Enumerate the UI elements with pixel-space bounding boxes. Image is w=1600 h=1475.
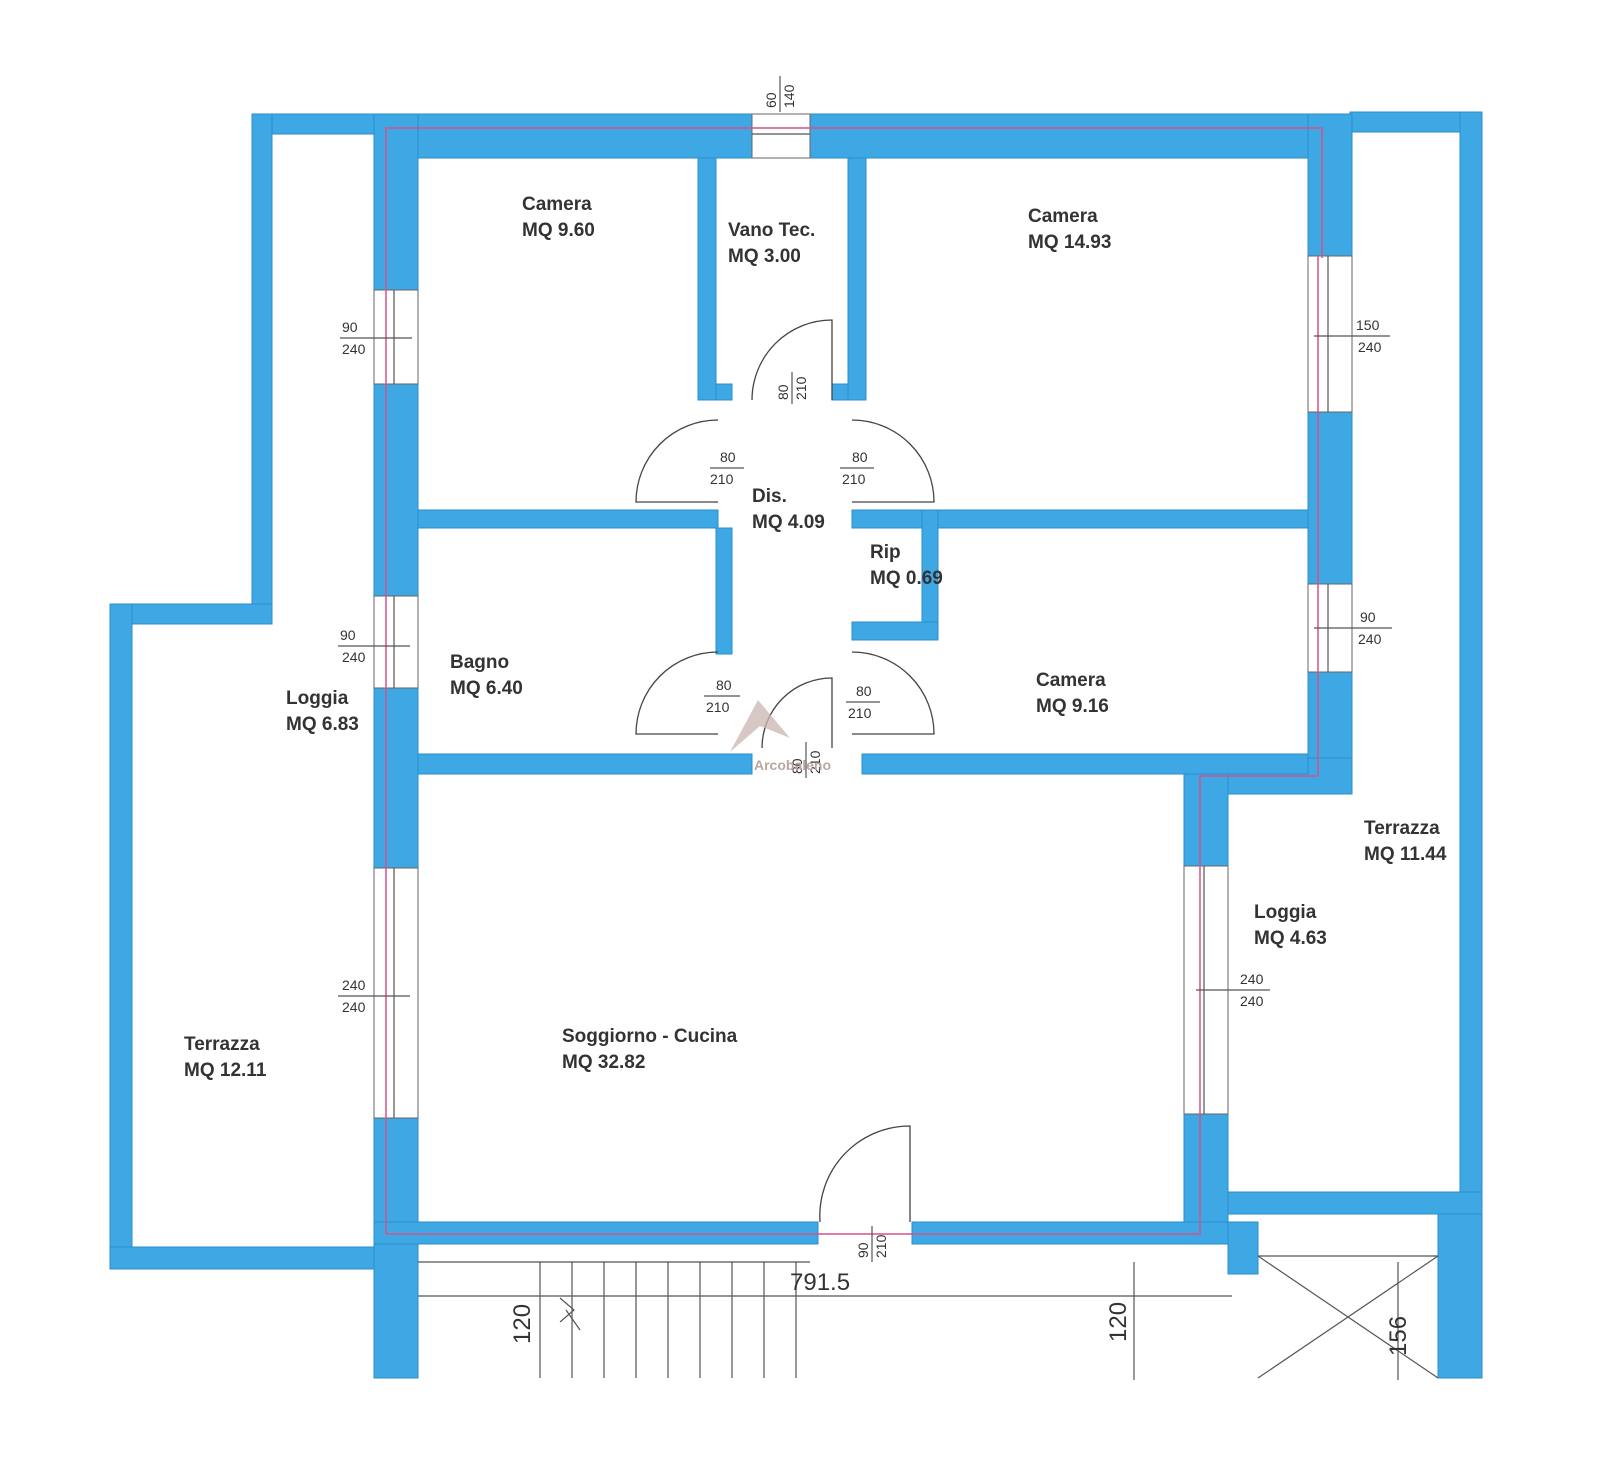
doors xyxy=(635,319,935,1223)
opening-a-dis-door: 80 xyxy=(789,758,805,774)
opening-labels: 60 140 90 240 150 240 80 210 80 210 80 2… xyxy=(338,76,1392,1262)
watermark: Arcobaleno xyxy=(730,700,831,773)
watermark-logo-icon xyxy=(730,700,790,752)
shaft xyxy=(1257,1255,1439,1379)
room-area-bagno: MQ 6.40 xyxy=(450,678,523,699)
stairs xyxy=(418,1261,810,1378)
room-area-soggiorno: MQ 32.82 xyxy=(562,1052,645,1073)
room-name-terrazza-left: Terrazza xyxy=(184,1034,260,1055)
opening-b-bagno-door: 210 xyxy=(706,699,730,715)
room-area-loggia-right: MQ 4.63 xyxy=(1254,928,1327,949)
dimension-lines xyxy=(418,1262,1399,1380)
opening-b-entry-door: 210 xyxy=(873,1234,889,1258)
opening-a-right-window-1: 150 xyxy=(1356,317,1380,333)
room-name-camera-2: Camera xyxy=(1028,206,1098,227)
room-area-vano-tec: MQ 3.00 xyxy=(728,246,801,267)
watermark-text: Arcobaleno xyxy=(754,757,831,773)
opening-b-right-window-3: 240 xyxy=(1240,993,1264,1009)
opening-a-left-window-3: 240 xyxy=(342,977,366,993)
opening-b-left-window-3: 240 xyxy=(342,999,366,1015)
room-name-dis: Dis. xyxy=(752,486,787,507)
stair-left-label: 120 xyxy=(509,1304,536,1344)
opening-b-camera2-door: 210 xyxy=(842,471,866,487)
room-area-camera-3: MQ 9.16 xyxy=(1036,696,1109,717)
opening-a-right-window-2: 90 xyxy=(1360,609,1376,625)
room-name-loggia-right: Loggia xyxy=(1254,902,1317,923)
room-area-camera-1: MQ 9.60 xyxy=(522,220,595,241)
room-name-rip: Rip xyxy=(870,542,901,563)
overall-width-label: 791.5 xyxy=(790,1269,850,1296)
building-walls xyxy=(373,113,1483,1379)
opening-b-right-window-2: 240 xyxy=(1358,631,1382,647)
room-name-terrazza-right: Terrazza xyxy=(1364,818,1440,839)
annotation-lines xyxy=(385,127,1323,1235)
room-name-camera-1: Camera xyxy=(522,194,592,215)
opening-a-right-window-3: 240 xyxy=(1240,971,1264,987)
opening-a-left-window-1: 90 xyxy=(342,319,358,335)
opening-a-left-window-2: 90 xyxy=(340,627,356,643)
opening-a-bagno-door: 80 xyxy=(716,677,732,693)
opening-a-camera1-door: 80 xyxy=(720,449,736,465)
opening-b-left-window-1: 240 xyxy=(342,341,366,357)
opening-b-top-window: 140 xyxy=(781,84,797,108)
room-name-camera-3: Camera xyxy=(1036,670,1106,691)
room-area-rip: MQ 0.69 xyxy=(870,568,943,589)
opening-a-camera3-door: 80 xyxy=(856,683,872,699)
room-area-camera-2: MQ 14.93 xyxy=(1028,232,1111,253)
opening-a-vano-door: 80 xyxy=(775,384,791,400)
room-name-vano-tec: Vano Tec. xyxy=(728,220,815,241)
room-name-loggia-left: Loggia xyxy=(286,688,349,709)
opening-b-left-window-2: 240 xyxy=(342,649,366,665)
opening-a-top-window: 60 xyxy=(763,92,779,108)
opening-b-dis-door: 210 xyxy=(807,750,823,774)
room-area-loggia-left: MQ 6.83 xyxy=(286,714,359,735)
opening-b-camera1-door: 210 xyxy=(710,471,734,487)
room-labels: Camera MQ 9.60 Vano Tec. MQ 3.00 Camera … xyxy=(184,194,1447,1081)
opening-a-camera2-door: 80 xyxy=(852,449,868,465)
overall-dimensions: 791.5 120 120 156 xyxy=(509,1269,1412,1356)
room-name-soggiorno: Soggiorno - Cucina xyxy=(562,1026,738,1047)
room-area-terrazza-left: MQ 12.11 xyxy=(184,1060,267,1081)
opening-b-right-window-1: 240 xyxy=(1358,339,1382,355)
room-area-terrazza-right: MQ 11.44 xyxy=(1364,844,1447,865)
opening-b-camera3-door: 210 xyxy=(848,705,872,721)
room-area-dis: MQ 4.09 xyxy=(752,512,825,533)
room-name-bagno: Bagno xyxy=(450,652,509,673)
opening-b-vano-door: 210 xyxy=(793,376,809,400)
opening-a-entry-door: 90 xyxy=(855,1242,871,1258)
stair-right-label: 120 xyxy=(1105,1302,1132,1342)
shaft-label: 156 xyxy=(1385,1316,1412,1356)
